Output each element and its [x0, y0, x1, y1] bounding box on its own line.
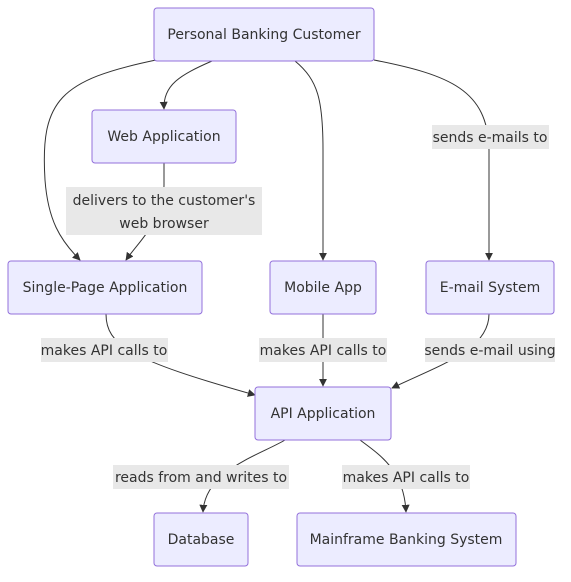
node-label: Mobile App — [284, 280, 362, 296]
node-mobile-app[interactable]: Mobile App — [269, 260, 377, 315]
node-email-system[interactable]: E-mail System — [425, 260, 555, 315]
node-database[interactable]: Database — [153, 512, 249, 567]
edge-label-api-database: reads from and writes to — [113, 465, 289, 489]
edge-label-text: makes API calls to — [343, 470, 470, 486]
edge-customer-to-spa — [43, 59, 157, 261]
node-label: Single-Page Application — [23, 280, 188, 296]
edge-label-text: sends e-mails to — [433, 130, 548, 146]
node-mainframe-banking-system[interactable]: Mainframe Banking System — [296, 512, 517, 567]
edge-label-text: reads from and writes to — [115, 470, 287, 486]
node-label: Database — [168, 532, 235, 548]
node-single-page-application[interactable]: Single-Page Application — [7, 260, 203, 315]
edge-label-text-line1: delivers to the customer's — [73, 193, 256, 209]
node-api-application[interactable]: API Application — [254, 386, 392, 441]
edge-label-mobile-api: makes API calls to — [259, 338, 387, 362]
node-label: API Application — [271, 406, 376, 422]
edge-label-customer-email: sends e-mails to — [432, 125, 549, 149]
edge-label-text: sends e-mail using — [424, 343, 555, 359]
node-web-application[interactable]: Web Application — [91, 109, 237, 164]
edge-label-text: makes API calls to — [41, 343, 168, 359]
edge-label-text: makes API calls to — [260, 343, 387, 359]
node-personal-banking-customer[interactable]: Personal Banking Customer — [153, 7, 375, 62]
edge-label-email-api: sends e-mail using — [424, 338, 556, 362]
edge-label-webapp-spa: delivers to the customer's web browser — [66, 187, 262, 235]
node-label: Personal Banking Customer — [167, 27, 360, 43]
edge-label-spa-api: makes API calls to — [41, 338, 168, 362]
edge-customer-to-webapp — [159, 60, 213, 110]
edge-label-text-line2: web browser — [119, 216, 209, 232]
edge-customer-to-email — [373, 59, 493, 261]
node-label: E-mail System — [440, 280, 541, 296]
node-label: Mainframe Banking System — [310, 532, 503, 548]
node-label: Web Application — [107, 129, 220, 145]
edge-customer-to-mobile — [294, 60, 327, 261]
edge-label-api-mainframe: makes API calls to — [342, 465, 470, 489]
